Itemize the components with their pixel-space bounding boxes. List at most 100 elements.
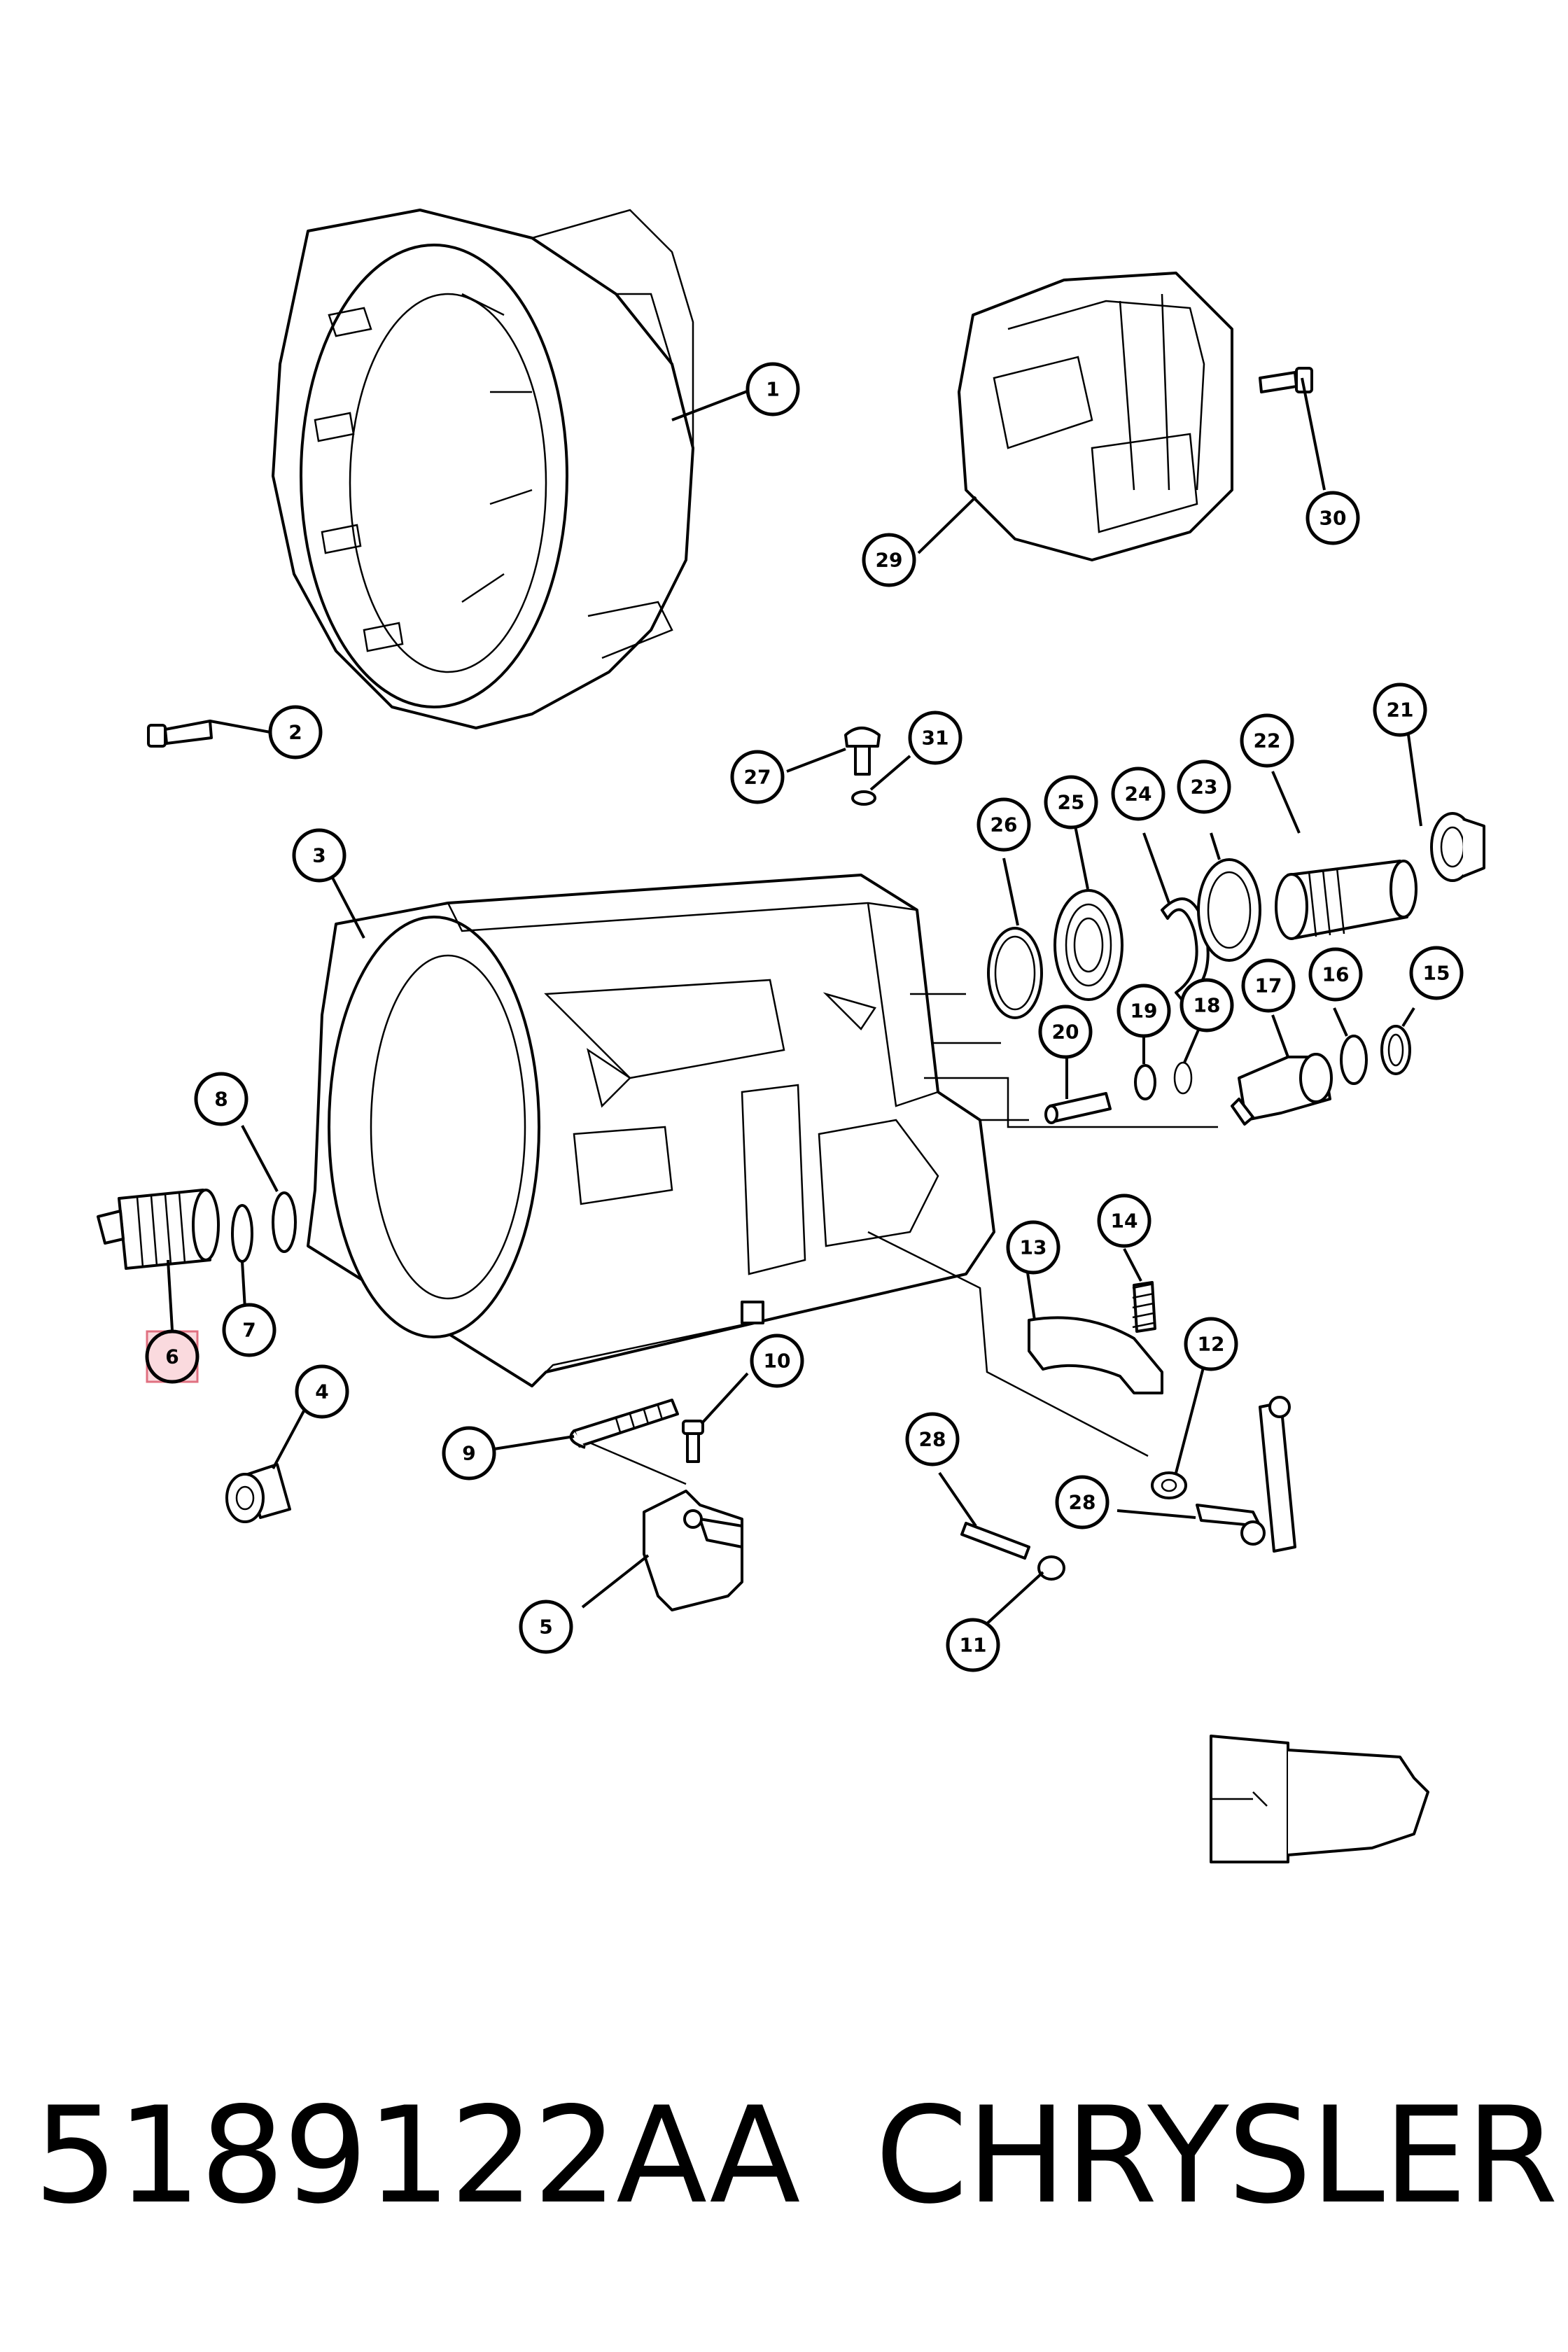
svg-text:4: 4 [315, 1380, 328, 1404]
svg-text:22: 22 [1254, 729, 1281, 752]
part-pin-28 [960, 1522, 1030, 1560]
part-ring-16 [1340, 1035, 1368, 1085]
callout-14[interactable]: 14 [1097, 1194, 1152, 1248]
part-bushing-12 [1151, 1471, 1187, 1499]
callout-17[interactable]: 17 [1241, 958, 1296, 1013]
svg-text:12: 12 [1198, 1333, 1225, 1356]
assembly-lines [587, 993, 1218, 1485]
part-spring-14 [1132, 1281, 1156, 1333]
callout-29[interactable]: 29 [862, 533, 916, 587]
part-lever-13 [1028, 1316, 1163, 1394]
part-shaft-22 [1275, 860, 1418, 940]
svg-text:3: 3 [312, 844, 326, 867]
callout-4[interactable]: 4 [295, 1364, 349, 1419]
svg-text:19: 19 [1130, 1000, 1158, 1023]
part-pin-20 [1044, 1092, 1112, 1124]
callout-24[interactable]: 24 [1111, 766, 1166, 821]
part-oring-7 [231, 1204, 253, 1263]
reference-sketch [1210, 1735, 1429, 1863]
part-bolt-30 [1259, 367, 1313, 393]
callout-6[interactable]: 6 [145, 1329, 200, 1384]
svg-text:2: 2 [288, 721, 302, 744]
svg-text:6: 6 [165, 1345, 178, 1368]
svg-text:1: 1 [766, 378, 779, 401]
svg-text:30: 30 [1320, 507, 1347, 530]
part-sleeve-17 [1231, 1053, 1333, 1126]
part-washer-31 [851, 790, 876, 806]
part-connector-6 [97, 1189, 220, 1270]
part-bushing-4 [225, 1463, 291, 1523]
callout-16[interactable]: 16 [1308, 947, 1363, 1002]
svg-text:17: 17 [1255, 974, 1282, 997]
svg-text:21: 21 [1387, 699, 1414, 722]
part-oring-19 [1134, 1064, 1156, 1100]
svg-text:28: 28 [1069, 1491, 1096, 1514]
svg-text:7: 7 [242, 1319, 255, 1342]
part-seal-23 [1197, 858, 1261, 962]
part-manual-lever-28 [1196, 1396, 1296, 1553]
svg-text:23: 23 [1191, 776, 1218, 799]
part-bearing-25 [1054, 889, 1124, 1001]
callout-2[interactable]: 2 [268, 705, 323, 760]
callout-9[interactable]: 9 [442, 1426, 496, 1480]
part-bolt-10 [682, 1420, 704, 1463]
part-oring-8 [272, 1191, 297, 1253]
callout-23[interactable]: 23 [1177, 760, 1231, 814]
part-number: 5189122AA [34, 2078, 800, 2233]
callout-31[interactable]: 31 [908, 710, 962, 765]
brand-name: CHRYSLER [875, 2078, 1558, 2233]
callout-1[interactable]: 1 [746, 362, 800, 416]
callout-28-right[interactable]: 28 [1055, 1475, 1110, 1530]
part-clip-11 [1037, 1555, 1065, 1581]
part-spring-9 [569, 1399, 679, 1449]
part-bell-housing [272, 209, 694, 729]
svg-text:10: 10 [764, 1350, 791, 1373]
callout-20[interactable]: 20 [1038, 1004, 1093, 1059]
svg-text:14: 14 [1111, 1210, 1138, 1233]
svg-text:20: 20 [1052, 1021, 1079, 1044]
svg-text:16: 16 [1322, 963, 1350, 986]
part-flange-21 [1430, 812, 1485, 882]
svg-text:25: 25 [1058, 791, 1085, 814]
callout-10[interactable]: 10 [750, 1334, 804, 1388]
svg-text:5: 5 [539, 1616, 552, 1639]
callout-5[interactable]: 5 [519, 1600, 573, 1654]
callout-13[interactable]: 13 [1006, 1220, 1060, 1275]
callout-18[interactable]: 18 [1180, 978, 1234, 1032]
callout-12[interactable]: 12 [1184, 1317, 1238, 1371]
svg-text:28: 28 [919, 1428, 946, 1451]
part-seal-26 [987, 927, 1043, 1019]
callout-25[interactable]: 25 [1044, 775, 1098, 830]
callout-8[interactable]: 8 [194, 1072, 248, 1126]
callout-22[interactable]: 22 [1240, 713, 1294, 768]
svg-text:9: 9 [462, 1442, 475, 1465]
callout-28-left[interactable]: 28 [905, 1412, 960, 1466]
callout-21[interactable]: 21 [1373, 682, 1427, 737]
callout-15[interactable]: 15 [1409, 946, 1464, 1000]
svg-text:27: 27 [744, 766, 771, 789]
svg-text:29: 29 [876, 549, 903, 572]
part-bracket-5 [643, 1490, 743, 1611]
part-ring-15 [1380, 1025, 1411, 1075]
callout-26[interactable]: 26 [976, 797, 1031, 852]
leader-lines [167, 377, 1422, 1635]
callout-3[interactable]: 3 [292, 828, 346, 883]
callout-11[interactable]: 11 [946, 1618, 1000, 1672]
svg-text:18: 18 [1194, 994, 1221, 1017]
svg-text:24: 24 [1125, 783, 1152, 806]
svg-text:8: 8 [214, 1088, 227, 1111]
part-bolt-2 [147, 720, 213, 748]
callout-30[interactable]: 30 [1306, 491, 1360, 545]
callout-19[interactable]: 19 [1116, 983, 1171, 1038]
svg-text:15: 15 [1423, 962, 1450, 985]
svg-text:13: 13 [1020, 1236, 1047, 1259]
part-plug-27 [844, 727, 881, 776]
part-oring-18 [1173, 1061, 1193, 1095]
callout-7[interactable]: 7 [222, 1303, 276, 1357]
callout-27[interactable]: 27 [730, 750, 785, 804]
svg-text:11: 11 [960, 1634, 987, 1657]
part-transmission-case [307, 874, 995, 1387]
svg-text:26: 26 [990, 813, 1018, 836]
svg-text:31: 31 [922, 727, 949, 750]
